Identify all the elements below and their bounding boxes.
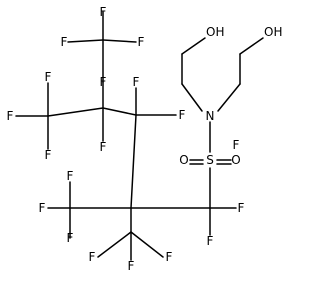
fluorine-atom: F xyxy=(39,201,46,215)
oxygen-atom: O xyxy=(179,153,188,167)
bond xyxy=(67,39,104,43)
bond xyxy=(181,83,203,112)
fluorine-atom: F xyxy=(45,70,52,84)
fluorine-atom: F xyxy=(45,148,52,162)
bond xyxy=(47,107,104,117)
hydroxyl-group: OH xyxy=(264,25,282,39)
fluorine-atom: F xyxy=(166,250,173,264)
fluorine-atom: F xyxy=(133,75,140,89)
fluorine-atom: F xyxy=(100,140,107,154)
bonds xyxy=(15,11,264,261)
fluorine-atom: F xyxy=(100,5,107,19)
fluorine-atom: F xyxy=(100,75,107,89)
fluorine-atom: F xyxy=(179,108,186,122)
hydroxyl-group: OH xyxy=(206,25,224,39)
sulfur-atom: S xyxy=(206,153,214,167)
fluorine-atom: F xyxy=(7,109,14,123)
fluorine-atom: F xyxy=(238,201,245,215)
bond xyxy=(181,37,206,55)
bond xyxy=(217,83,241,112)
fluorine-atom: F xyxy=(138,35,145,49)
fluorine-atom: F xyxy=(207,234,214,248)
oxygen-atom: O xyxy=(231,153,240,167)
nitrogen-atom: N xyxy=(206,109,215,123)
bond xyxy=(130,231,164,258)
bond xyxy=(97,231,132,258)
fluorine-atom: F xyxy=(67,231,74,245)
atom-labels: F F F F F F F F F F F F F F F F F F F N … xyxy=(7,5,283,273)
fluorine-atom: F xyxy=(67,169,74,183)
bond xyxy=(102,107,137,116)
fluorine-atom: F xyxy=(233,138,240,152)
structural-formula: F F F F F F F F F F F F F F F F F F F N … xyxy=(7,5,283,273)
fluorine-atom: F xyxy=(61,35,68,49)
fluorine-atom: F xyxy=(128,259,135,273)
bond xyxy=(239,37,264,55)
fluorine-atom: F xyxy=(89,250,96,264)
bond xyxy=(130,114,137,209)
bond xyxy=(102,39,137,43)
